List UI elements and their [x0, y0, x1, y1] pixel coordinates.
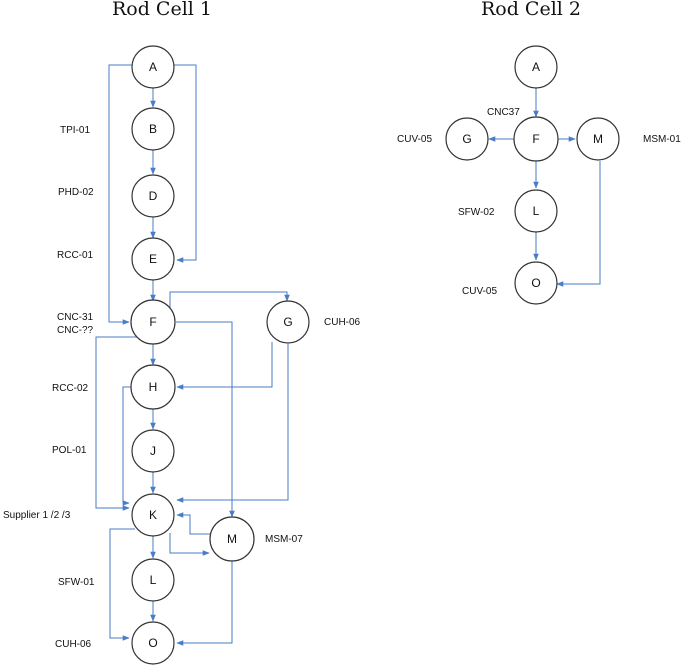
node-label: O	[148, 636, 157, 650]
node-label: O	[531, 276, 540, 290]
label-pol-01: POL-01	[52, 445, 87, 456]
label-cuv-05-g: CUV-05	[397, 134, 432, 145]
edge-k-o-left	[109, 528, 135, 641]
label-cuh-06-g: CUH-06	[324, 317, 361, 328]
node-label: G	[283, 315, 292, 329]
label-supplier: Supplier 1 /2 /3	[3, 510, 71, 521]
node-cell2-a: A	[514, 45, 558, 89]
label-msm-01: MSM-01	[643, 134, 681, 145]
node-label: M	[227, 532, 237, 546]
node-label: H	[149, 380, 158, 394]
edge-g-k	[176, 344, 289, 503]
node-cell1-o: O	[131, 621, 175, 665]
label-sfw-01: SFW-01	[58, 577, 95, 588]
node-cell1-h: H	[130, 364, 176, 410]
node-cell2-f: F	[513, 116, 559, 162]
edge-m-k	[176, 512, 211, 535]
label-msm-07: MSM-07	[265, 534, 303, 545]
node-label: A	[532, 60, 540, 74]
node-cell1-e: E	[131, 237, 175, 281]
node-label: F	[149, 315, 156, 329]
edge-k-m	[169, 533, 210, 556]
node-cell2-m: M	[576, 117, 620, 161]
rod-cell-1-title: Rod Cell 1	[112, 0, 212, 20]
label-cnc-31: CNC-31	[57, 312, 94, 323]
label-sfw-02: SFW-02	[458, 207, 495, 218]
rod-cell-1-edges	[95, 64, 290, 646]
node-cell2-o: O	[514, 261, 558, 305]
label-rcc-02: RCC-02	[52, 383, 89, 394]
node-cell2-g: G	[445, 117, 489, 161]
node-cell1-g: G	[266, 300, 310, 344]
node-label: E	[149, 252, 157, 266]
node-cell1-d: D	[131, 174, 175, 218]
label-rcc-01: RCC-01	[57, 250, 94, 261]
edge-f-k-left	[95, 336, 137, 511]
node-cell2-l: L	[514, 189, 558, 233]
label-phd-02: PHD-02	[58, 187, 94, 198]
rod-cell-2-title: Rod Cell 2	[481, 0, 581, 20]
edge-f-m	[176, 321, 235, 518]
node-label: D	[149, 189, 158, 203]
label-cnc-unknown: CNC-??	[57, 325, 94, 336]
node-label: G	[462, 132, 471, 146]
node-label: M	[593, 132, 603, 146]
node-cell1-b: B	[131, 107, 175, 151]
edge-h-k-left	[122, 386, 131, 506]
node-cell1-j: J	[131, 429, 175, 473]
node-cell1-f: F	[130, 299, 176, 345]
node-label: J	[150, 444, 156, 458]
label-cuv-05-o: CUV-05	[462, 286, 497, 297]
node-cell1-l: L	[131, 558, 175, 602]
node-label: L	[533, 204, 540, 218]
node-cell1-m: M	[209, 516, 255, 562]
node-label: A	[149, 60, 157, 74]
edge-m-o	[176, 560, 233, 646]
label-cnc37: CNC37	[487, 107, 520, 118]
edge-f-g	[169, 291, 290, 309]
edge-a-e-right	[174, 64, 197, 263]
edge-a-f-left	[108, 64, 132, 325]
node-label: F	[532, 132, 539, 146]
edge2-m-o	[556, 161, 601, 287]
node-cell1-a: A	[131, 45, 175, 89]
label-cuh-06-o: CUH-06	[55, 639, 92, 650]
rod-cell-2-edges	[488, 88, 601, 287]
node-label: K	[149, 508, 157, 522]
node-cell1-k: K	[131, 493, 175, 537]
node-label: L	[150, 573, 157, 587]
label-tpi-01: TPI-01	[60, 125, 90, 136]
node-label: B	[149, 122, 157, 136]
edge-g-h	[176, 342, 273, 390]
